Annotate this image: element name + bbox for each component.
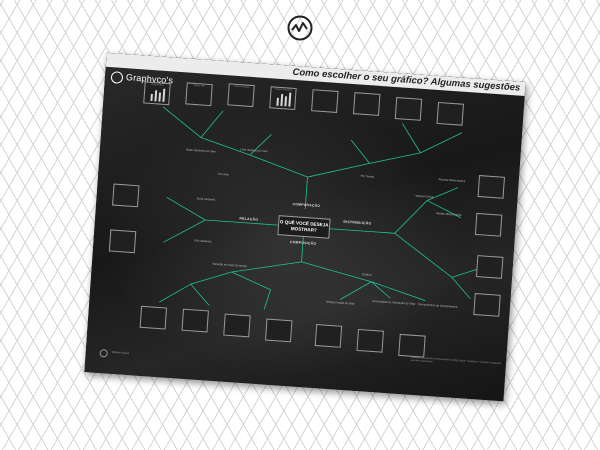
bar <box>288 92 292 107</box>
chart-tile-radar <box>311 89 339 113</box>
chart-tile-column-1: Poucos Itens <box>143 81 171 106</box>
label-estatico: Estático <box>361 272 372 277</box>
chart-tile-table: Muitos Itens <box>185 82 213 107</box>
chart-tile-table-label: Muitos Itens <box>193 84 206 88</box>
chart-tile-line-2 <box>436 101 464 126</box>
chart-tile-distribution <box>474 212 503 237</box>
chart-tile-scatter-2 <box>475 255 504 279</box>
connector-lines <box>159 106 478 310</box>
bar <box>154 90 158 102</box>
chart-tile-column-3 <box>394 97 423 121</box>
chart-tile-bar-label: Vários Períodos <box>233 85 250 89</box>
label-por-item: Por Item <box>218 171 230 177</box>
center-question: O QUÊ VOCÊ DESEJA MOSTRAR? <box>279 219 329 233</box>
chart-tile-waterfall <box>356 328 384 353</box>
chart-tile-area <box>264 318 293 343</box>
chart-tile-stacked-100 <box>398 333 426 358</box>
chart-tile-bar: Vários Períodos <box>227 83 255 108</box>
chart-tile-pie <box>314 324 343 348</box>
chart-tile-stacked-column-2 <box>181 308 209 333</box>
chart-chooser-poster: Como escolher o seu gráfico? Algumas sug… <box>84 52 526 402</box>
bar <box>280 94 284 107</box>
chart-tile-line <box>352 92 381 116</box>
chart-tile-3d-area <box>473 293 501 317</box>
chart-tile-column-2-label: Poucos Períodos <box>275 88 292 92</box>
chart-tile-scatter <box>112 183 140 208</box>
chart-tile-column-1-label: Poucos Itens <box>151 83 164 87</box>
chart-tile-stacked-area <box>223 313 251 338</box>
bar <box>162 88 166 102</box>
chart-tile-stacked-column-1 <box>139 305 168 330</box>
bar <box>276 97 279 106</box>
chart-tile-histogram <box>477 175 505 199</box>
chart-tile-column-2: Poucos Períodos <box>269 86 297 111</box>
center-question-box: O QUÊ VOCÊ DESEJA MOSTRAR? <box>277 215 331 239</box>
chart-tile-bubble <box>108 229 137 254</box>
bar <box>158 92 162 102</box>
bar <box>284 96 288 107</box>
bar <box>150 93 153 102</box>
site-logo-icon <box>287 15 313 41</box>
